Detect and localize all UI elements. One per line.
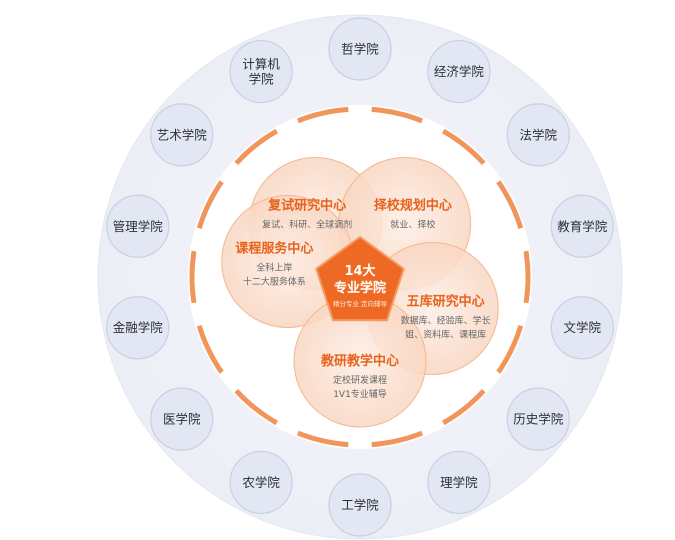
college-label: 历史学院 (513, 412, 564, 427)
college-circle (229, 39, 293, 104)
ring-segment (189, 250, 197, 304)
ring-segment (371, 106, 424, 124)
college-circle (550, 194, 614, 258)
center-desc: 十二大服务体系 (243, 275, 306, 287)
ring-segment (234, 128, 278, 166)
center-desc: 数据库、经验库、学长 (401, 315, 491, 327)
college-label: 法学院 (519, 127, 557, 142)
ring-segment (196, 324, 224, 374)
center-desc: 就业、择校 (390, 218, 435, 230)
college-finance[interactable]: 金融学院 (106, 296, 170, 360)
ring-segment (523, 250, 531, 304)
center-desc: 复试、科研、全球调剂 (262, 218, 352, 230)
ring-segment (442, 128, 486, 166)
center-labels: 复试研究中心复试、科研、全球调剂择校规划中心就业、择校课程服务中心全科上岸十二大… (235, 197, 490, 400)
college-label: 金融学院 (113, 320, 164, 335)
ring-segment (442, 388, 486, 426)
college-philosophy[interactable]: 哲学院 (328, 17, 392, 81)
college-label: 教育学院 (557, 219, 608, 234)
center-desc: 定校研发课程 (333, 374, 387, 386)
center-title: 课程服务中心 (235, 240, 313, 256)
college-circle (106, 296, 170, 360)
college-label: 理学院 (440, 475, 478, 490)
ring-segment (296, 430, 349, 448)
college-science[interactable]: 理学院 (427, 450, 491, 515)
college-label: 学院 (249, 72, 275, 87)
college-label: 文学院 (564, 320, 602, 335)
college-management[interactable]: 管理学院 (106, 194, 170, 258)
college-label: 艺术学院 (157, 127, 208, 142)
college-circle (150, 387, 214, 451)
college-label: 工学院 (341, 498, 379, 513)
college-literature[interactable]: 文学院 (550, 296, 614, 360)
college-circle (550, 296, 614, 360)
college-circle (427, 450, 491, 515)
ring-segment (296, 106, 349, 124)
orange-ring (189, 106, 531, 448)
college-medicine[interactable]: 医学院 (150, 387, 214, 451)
ring-segment (496, 324, 524, 374)
core-subtitle: 精分专业 定向辅导 (333, 299, 388, 308)
ring-segment (196, 180, 224, 230)
college-circle (328, 17, 392, 81)
college-economics[interactable]: 经济学院 (427, 39, 491, 104)
college-label: 哲学院 (341, 42, 379, 57)
center-desc: 姐、资料库、课程库 (405, 329, 486, 341)
college-circle (229, 450, 293, 515)
college-circle (106, 194, 170, 258)
center-title: 五库研究中心 (407, 294, 485, 310)
college-history[interactable]: 历史学院 (506, 387, 570, 451)
core-title-line1: 14大 (344, 263, 375, 279)
core-pentagon (315, 236, 405, 322)
college-law[interactable]: 法学院 (506, 103, 570, 167)
center-title: 择校规划中心 (374, 197, 452, 213)
center-desc: 1V1专业辅导 (333, 388, 387, 400)
ring-segment (496, 180, 524, 230)
ring-segment (371, 430, 424, 448)
college-circle (506, 103, 570, 167)
ring-segment (234, 388, 278, 426)
college-arts[interactable]: 艺术学院 (150, 103, 214, 167)
college-label: 计算机 (242, 57, 280, 72)
college-circle (427, 39, 491, 104)
college-label: 管理学院 (113, 219, 164, 234)
college-label: 医学院 (163, 412, 201, 427)
college-circle (506, 387, 570, 451)
core-title-line2: 专业学院 (334, 280, 386, 296)
college-agriculture[interactable]: 农学院 (229, 450, 293, 515)
college-education[interactable]: 教育学院 (550, 194, 614, 258)
college-engineering[interactable]: 工学院 (328, 473, 392, 537)
college-circle (150, 103, 214, 167)
college-label: 农学院 (242, 475, 280, 490)
center-title: 复试研究中心 (267, 197, 346, 213)
college-label: 经济学院 (434, 64, 485, 79)
college-circle (328, 473, 392, 537)
center-title: 教研教学中心 (320, 353, 399, 369)
center-desc: 全科上岸 (256, 261, 292, 273)
